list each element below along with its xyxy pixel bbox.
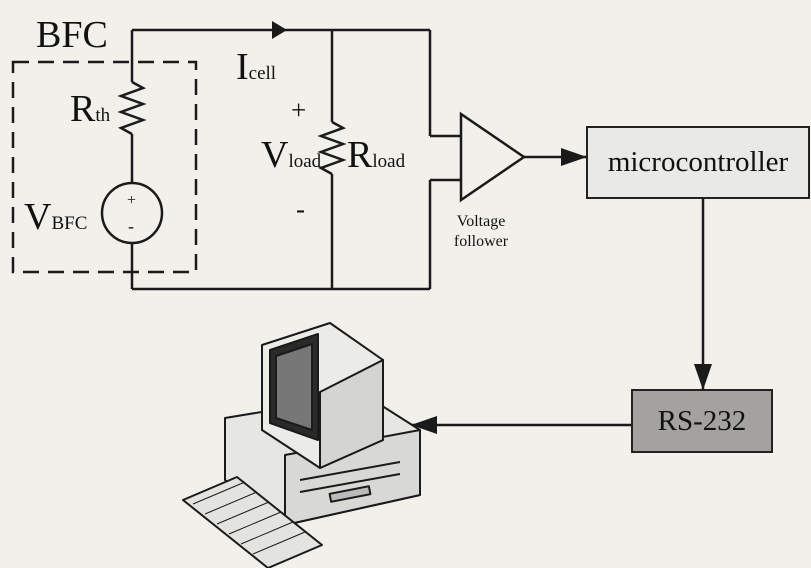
vbfc-main: V — [24, 196, 52, 238]
rs232-box: RS-232 — [631, 389, 773, 453]
bfc-branch-wire — [100, 30, 164, 289]
rload-branch-wire — [317, 30, 347, 289]
bfc-dashed-boundary — [11, 60, 198, 274]
icell-main: I — [236, 46, 249, 88]
rload-resistor — [317, 120, 347, 176]
rload-label: Rload — [347, 136, 405, 174]
rload-sub: load — [372, 151, 406, 172]
microcontroller-label: microcontroller — [607, 146, 789, 178]
follower-line2: follower — [453, 233, 509, 250]
voltage-follower-triangle — [459, 111, 527, 203]
rth-label: Rth — [70, 90, 110, 128]
icell-label: Icell — [236, 48, 276, 86]
bfc-label: BFC — [36, 14, 108, 56]
microcontroller-box: microcontroller — [586, 126, 810, 199]
vload-plus: + — [291, 95, 307, 125]
follower-line1: Voltage — [456, 213, 506, 230]
rth-sub: th — [95, 105, 111, 126]
vload-main: V — [261, 134, 289, 176]
desktop-computer-icon — [182, 322, 421, 568]
vbfc-sub: BFC — [51, 213, 88, 234]
vload-sub: load — [288, 151, 322, 172]
voltage-follower-label: Voltage follower — [446, 212, 516, 252]
vbfc-minus: - — [128, 216, 134, 236]
vload-label: Vload — [261, 136, 321, 174]
vbfc-label: VBFC — [24, 198, 87, 236]
icell-arrow-icon — [272, 21, 287, 39]
rth-resistor — [117, 80, 147, 136]
vbfc-plus: + — [127, 192, 137, 209]
icell-sub: cell — [248, 63, 277, 84]
rth-main: R — [70, 88, 96, 130]
vload-minus: - — [296, 194, 305, 224]
rload-main: R — [347, 134, 373, 176]
rs232-label: RS-232 — [657, 404, 747, 437]
